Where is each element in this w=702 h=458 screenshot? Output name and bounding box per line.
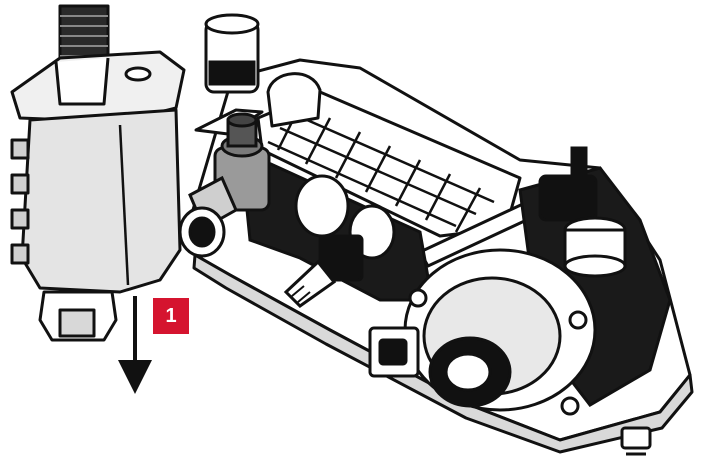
step-number-badge: 1 bbox=[153, 298, 189, 334]
cylinder-body bbox=[20, 108, 182, 294]
bottom-drain-fitting bbox=[620, 426, 652, 456]
step-number-label: 1 bbox=[165, 304, 177, 327]
switch-box bbox=[368, 326, 420, 378]
side-clips bbox=[10, 138, 30, 265]
down-arrow-icon bbox=[118, 296, 152, 394]
inlet-connector bbox=[204, 13, 260, 94]
temperature-sensor bbox=[283, 234, 364, 308]
elbow-pipe bbox=[266, 72, 322, 128]
pressure-valve bbox=[178, 112, 271, 258]
siphon-cylinder bbox=[10, 4, 186, 342]
circulation-pump bbox=[403, 146, 672, 416]
grid-cells bbox=[267, 105, 495, 233]
